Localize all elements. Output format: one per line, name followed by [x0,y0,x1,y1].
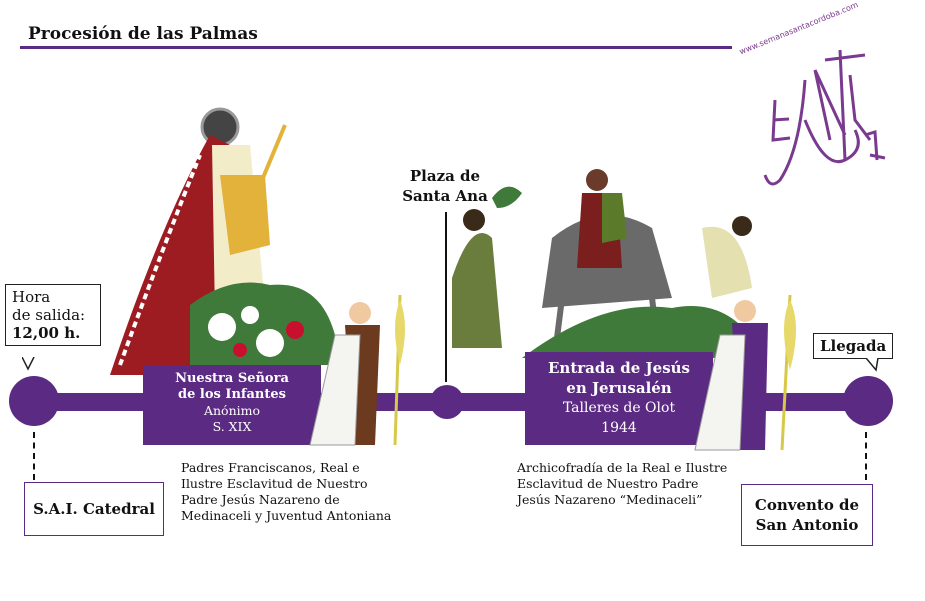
end-connector [865,432,867,480]
midpoint-label: Plaza de Santa Ana [396,166,494,206]
callout-line: Hora [12,288,51,306]
end-location-box: Convento de San Antonio [741,484,873,546]
end-node [843,376,893,426]
start-node [9,376,59,426]
paso1-label: Nuestra Señora de los Infantes Anónimo S… [143,365,321,445]
end-location-line: Convento de [754,496,860,514]
callout-line: de salida: [12,306,86,324]
brotherhood-line: Medinaceli y Juventud Antoniana [181,508,392,523]
entry-jerusalem-illustration [452,169,752,358]
paso1-brotherhood: Padres Franciscanos, Real e Ilustre Escl… [181,460,431,524]
brotherhood-logo [763,49,886,186]
departure-time: 12,00 h. [12,324,81,342]
paso2-title: en Jerusalén [566,379,672,397]
midpoint-label-line: Plaza de [409,167,481,185]
paso1-title: de los Infantes [178,387,286,402]
brotherhood-line: Esclavitud de Nuestro Padre [517,476,699,491]
nazareno-with-palm-illustration [694,295,796,451]
paso1-date: S. XIX [212,419,252,434]
callout-pointer [22,357,35,371]
friar-with-palm-illustration [309,295,405,446]
start-location-box: S.A.I. Catedral [24,482,164,536]
brotherhood-line: Ilustre Esclavitud de Nuestro [181,476,368,491]
title-divider [20,46,732,49]
midpoint-node [430,385,464,419]
virgin-statue-illustration [110,107,335,375]
end-location-line: San Antonio [755,516,859,534]
brotherhood-line: Padre Jesús Nazareno de [181,492,340,507]
midpoint-label-line: Santa Ana [402,187,488,205]
callout-pointer [866,358,879,372]
paso2-title: Entrada de Jesús [547,359,690,377]
paso2-label: Entrada de Jesús en Jerusalén Talleres d… [525,352,713,445]
start-connector [33,432,35,480]
paso2-brotherhood: Archicofradía de la Real e Ilustre Escla… [517,460,757,508]
paso1-title: Nuestra Señora [175,371,289,386]
page-title: Procesión de las Palmas [28,24,258,44]
brotherhood-line: Padres Franciscanos, Real e [181,460,360,475]
brotherhood-line: Archicofradía de la Real e Ilustre [517,460,728,475]
departure-time-callout: Hora de salida: 12,00 h. [5,284,101,346]
midpoint-connector [445,212,447,382]
brotherhood-line: Jesús Nazareno “Medinaceli” [517,492,703,507]
paso2-date: 1944 [601,420,637,436]
paso1-author: Anónimo [203,403,261,418]
paso2-author: Talleres de Olot [562,400,676,416]
arrival-callout: Llegada [813,333,894,359]
